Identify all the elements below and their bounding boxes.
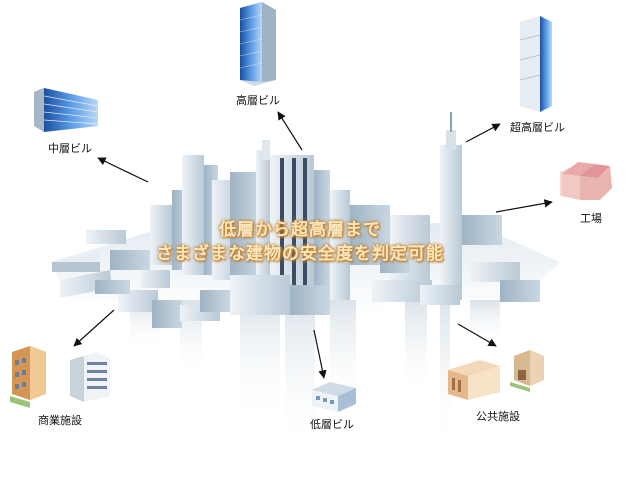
arrow-high-rise [277, 111, 303, 151]
arrows [73, 111, 553, 379]
high-rise-building-icon [239, 2, 276, 86]
arrow-commercial [73, 309, 115, 347]
mid-rise-building-icon [34, 88, 99, 132]
label-public: 公共施設 [476, 410, 520, 423]
label-mid-rise: 中層ビル [48, 142, 92, 155]
arrow-public [457, 323, 497, 347]
arrow-mid-rise [97, 157, 149, 183]
label-factory: 工場 [580, 212, 602, 225]
headline-line-2: さまざまな建物の安全度を判定可能 [156, 244, 444, 264]
label-low-rise: 低層ビル [310, 418, 354, 431]
city-model [50, 112, 560, 450]
arrow-low-rise [313, 329, 327, 379]
label-commercial: 商業施設 [38, 414, 82, 427]
arrow-super-high-rise [465, 123, 501, 143]
commercial-building-icon [10, 346, 110, 408]
public-facility-icon [448, 350, 544, 400]
factory-icon [560, 162, 612, 200]
arrow-factory [495, 199, 553, 213]
headline-line-1: 低層から超高層まで [219, 220, 381, 240]
label-high-rise: 高層ビル [236, 94, 280, 107]
label-super-high-rise: 超高層ビル [510, 121, 565, 134]
low-rise-building-icon [312, 382, 356, 412]
super-high-rise-building-icon [519, 16, 552, 112]
